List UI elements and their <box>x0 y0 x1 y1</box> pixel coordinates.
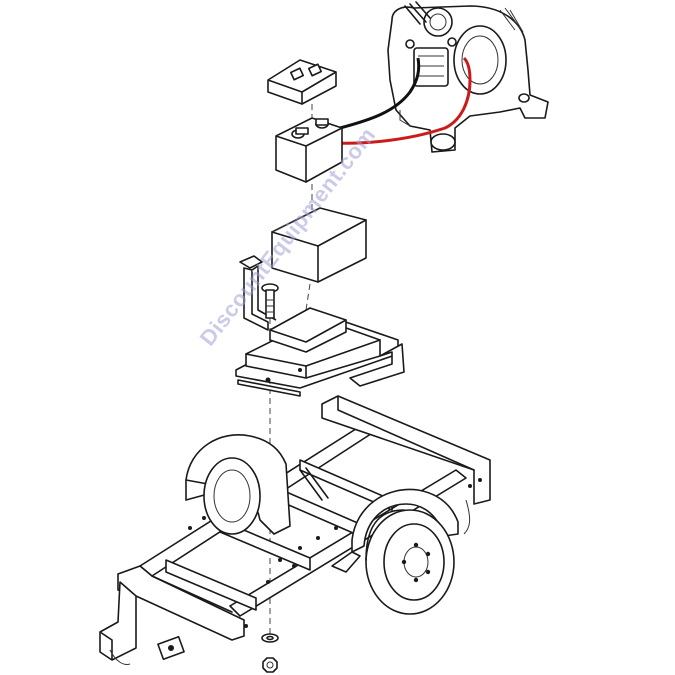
fender-right <box>331 488 459 573</box>
negative-cable <box>339 57 421 130</box>
engine <box>387 1 549 153</box>
assembly-axis <box>305 104 313 311</box>
washer <box>261 633 279 643</box>
nut <box>262 657 278 673</box>
battery <box>275 117 343 183</box>
carriage-bolt <box>261 283 279 319</box>
battery-box <box>271 207 367 283</box>
battery-cover <box>267 59 337 105</box>
wheel-left <box>203 457 261 535</box>
hold-down-strap <box>239 255 277 331</box>
wheel-right <box>365 509 455 615</box>
battery-tray <box>235 307 405 397</box>
positive-cable <box>317 56 472 145</box>
